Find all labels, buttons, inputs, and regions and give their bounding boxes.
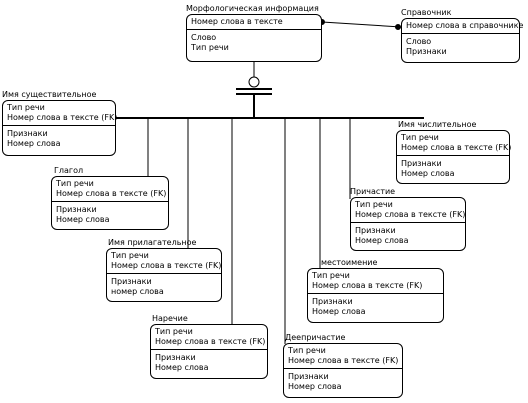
generalization-circle (248, 76, 260, 88)
verb-attr-0: Признаки (56, 205, 97, 214)
entity-participle[interactable]: Тип речи Номер слова в тексте (FK) Призн… (350, 197, 466, 251)
verb-key-0: Тип речи (56, 179, 94, 188)
morph-key-0: Номер слова в тексте (191, 17, 283, 26)
noun-key-0: Тип речи (7, 103, 45, 112)
gerund-attr-1: Номер слова (288, 382, 342, 391)
participle-attr-1: Номер слова (355, 236, 409, 245)
noun-key-1: Номер слова в тексте (FK) (7, 113, 118, 122)
adverb-attr-0: Признаки (155, 353, 196, 362)
spravochnik-attr-1: Признаки (406, 47, 447, 56)
morph-attr-1: Тип речи (191, 43, 229, 52)
morph-attr-0: Слово (191, 33, 217, 42)
entity-title-verb: Глагол (54, 166, 84, 175)
adjective-key-0: Тип речи (111, 251, 149, 260)
adjective-key-1: Номер слова в тексте (FK) (111, 261, 222, 270)
pronoun-key-0: Тип речи (312, 271, 350, 280)
pronoun-key-1: Номер слова в тексте (FK) (312, 281, 423, 290)
entity-adverb[interactable]: Тип речи Номер слова в тексте (FK) Призн… (150, 324, 268, 379)
entity-title-adverb: Наречие (152, 314, 188, 323)
numeral-attr-0: Признаки (401, 159, 442, 168)
spravochnik-attr-0: Слово (406, 37, 432, 46)
relationship-line-spravochnik (321, 21, 402, 28)
numeral-key-1: Номер слова в тексте (FK) (401, 143, 512, 152)
entity-gerund[interactable]: Тип речи Номер слова в тексте (FK) Призн… (283, 343, 403, 398)
entity-title-noun: Имя существительное (2, 90, 97, 99)
verb-key-1: Номер слова в тексте (FK) (56, 189, 167, 198)
pronoun-attr-0: Признаки (312, 297, 353, 306)
adjective-attr-1: номер слова (111, 287, 164, 296)
participle-key-0: Тип речи (355, 200, 393, 209)
entity-title-spravochnik: Справочник (401, 8, 452, 17)
entity-title-morph: Морфологическая информация (186, 4, 319, 13)
adverb-key-0: Тип речи (155, 327, 193, 336)
noun-attr-1: Номер слова (7, 139, 61, 148)
entity-title-participle: Причастие (350, 187, 396, 196)
entity-numeral[interactable]: Тип речи Номер слова в тексте (FK) Призн… (396, 130, 512, 184)
entity-title-adjective: Имя прилагательное (108, 238, 197, 247)
pronoun-attr-1: Номер слова (312, 307, 366, 316)
entity-noun[interactable]: Тип речи Номер слова в тексте (FK) Призн… (2, 100, 118, 156)
verb-attr-1: Номер слова (56, 215, 110, 224)
gerund-key-0: Тип речи (288, 346, 326, 355)
relationship-dot-spravochnik (395, 24, 401, 30)
gerund-key-1: Номер слова в тексте (FK) (288, 356, 399, 365)
spravochnik-key-0: Номер слова в справочнике (406, 21, 524, 30)
entity-spravochnik[interactable]: Номер слова в справочнике Слово Признаки (401, 18, 524, 63)
entity-morph[interactable]: Номер слова в тексте Слово Тип речи (186, 14, 322, 62)
entity-title-numeral: Имя числительное (398, 120, 477, 129)
entity-pronoun[interactable]: Тип речи Номер слова в тексте (FK) Призн… (307, 268, 444, 323)
adjective-attr-0: Признаки (111, 277, 152, 286)
participle-attr-0: Признаки (355, 226, 396, 235)
noun-attr-0: Признаки (7, 129, 48, 138)
entity-adjective[interactable]: Тип речи Номер слова в тексте (FK) Призн… (106, 248, 222, 302)
gerund-attr-0: Признаки (288, 372, 329, 381)
entity-verb[interactable]: Тип речи Номер слова в тексте (FK) Призн… (51, 176, 169, 230)
adverb-attr-1: Номер слова (155, 363, 209, 372)
entity-title-pronoun: местоимение (321, 258, 378, 267)
participle-key-1: Номер слова в тексте (FK) (355, 210, 466, 219)
numeral-attr-1: Номер слова (401, 169, 455, 178)
adverb-key-1: Номер слова в тексте (FK) (155, 337, 266, 346)
entity-title-gerund: Деепричастие (285, 333, 346, 342)
numeral-key-0: Тип речи (401, 133, 439, 142)
